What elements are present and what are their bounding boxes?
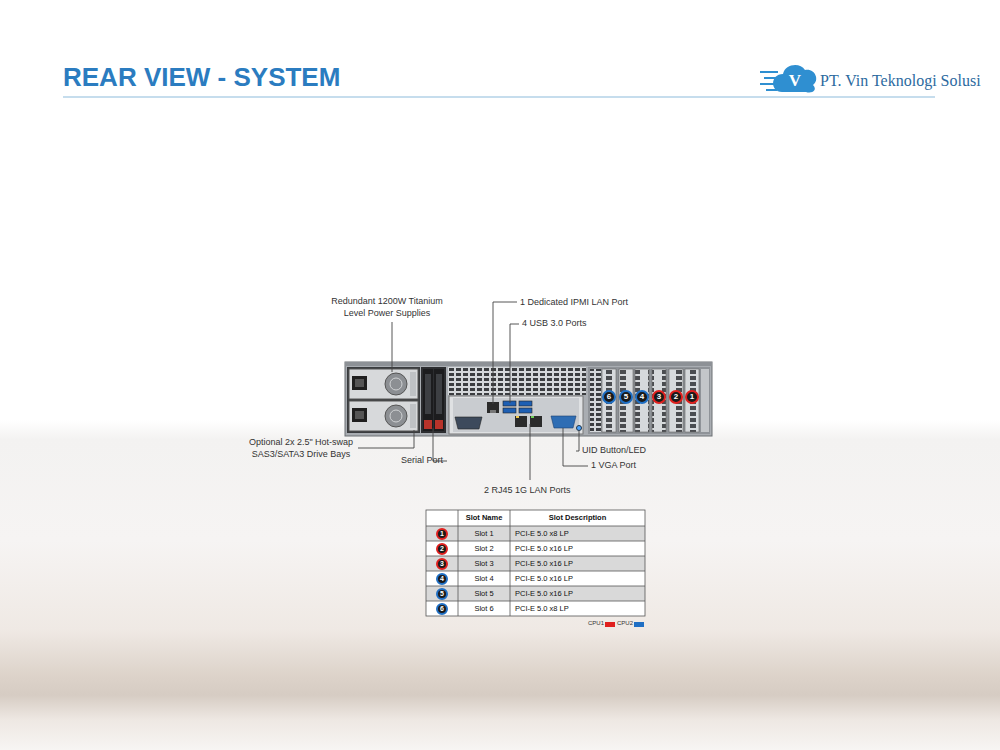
slot-number-circle: 3 (652, 390, 666, 404)
callout-label: 1 Dedicated IPMI LAN Port (520, 297, 628, 309)
slot-number-circle: 4 (635, 390, 649, 404)
slot-number: 6 (607, 393, 611, 401)
slot-table-grid (426, 510, 645, 616)
legend-text: CPU1 (588, 620, 604, 628)
callout-label: 4 USB 3.0 Ports (522, 318, 587, 330)
slot-number-circle: 6 (602, 390, 616, 404)
slot-number: 4 (440, 575, 444, 582)
slot-number-circle: 2 (669, 390, 683, 404)
callout-label: Redundant 1200W Titanium Level Power Sup… (326, 296, 448, 319)
slot-number: 1 (690, 393, 694, 401)
table-cell: PCI-E 5.0 x8 LP (515, 601, 643, 616)
company-name: PT. Vin Teknologi Solusi (820, 71, 981, 92)
slot-number: 4 (640, 393, 644, 401)
table-cell: Slot 6 (458, 601, 510, 616)
table-cell: Slot 5 (458, 586, 510, 601)
title-rule (63, 96, 935, 97)
table-cell: Slot 4 (458, 571, 510, 586)
table-cell: Slot 2 (458, 541, 510, 556)
slot-number: 5 (624, 393, 628, 401)
slot-number-circle: 5 (619, 390, 633, 404)
slot-number-circle: 6 (436, 603, 448, 615)
slot-number: 2 (674, 393, 678, 401)
slot-number: 1 (440, 530, 444, 537)
slot-number-circle: 3 (436, 558, 448, 570)
slot-number: 3 (440, 560, 444, 567)
table-cell: PCI-E 5.0 x16 LP (515, 571, 643, 586)
callout-label: Optional 2x 2.5" Hot-swap SAS3/SATA3 Dri… (234, 437, 368, 460)
table-cell: PCI-E 5.0 x16 LP (515, 556, 643, 571)
slot-number: 3 (657, 393, 661, 401)
table-cell: PCI-E 5.0 x16 LP (515, 541, 643, 556)
slot-number-circle: 4 (436, 573, 448, 585)
leader-lines (358, 302, 588, 480)
slot-number-circle: 1 (436, 528, 448, 540)
table-cell: PCI-E 5.0 x16 LP (515, 586, 643, 601)
table-header: Slot Description (510, 510, 645, 526)
slot-number: 6 (440, 605, 444, 612)
slot-number: 2 (440, 545, 444, 552)
table-cell: Slot 3 (458, 556, 510, 571)
table-header: Slot Name (458, 510, 510, 526)
callout-label: 2 RJ45 1G LAN Ports (484, 485, 571, 497)
slot-number: 5 (440, 590, 444, 597)
callout-label: Serial Port (401, 455, 443, 467)
slot-number-circle: 2 (436, 543, 448, 555)
table-cell: Slot 1 (458, 526, 510, 541)
slot-number-circle: 5 (436, 588, 448, 600)
legend-swatch (634, 622, 644, 627)
callout-label: 1 VGA Port (591, 460, 636, 472)
slot-number-circle: 1 (685, 390, 699, 404)
table-cell: PCI-E 5.0 x8 LP (515, 526, 643, 541)
legend-text: CPU2 (617, 620, 633, 628)
legend-swatch (605, 622, 615, 627)
logo-icon (760, 65, 816, 92)
logo-letter: V (784, 70, 806, 92)
slide-title: REAR VIEW - SYSTEM (63, 62, 340, 93)
callout-label: UID Button/LED (582, 445, 646, 457)
